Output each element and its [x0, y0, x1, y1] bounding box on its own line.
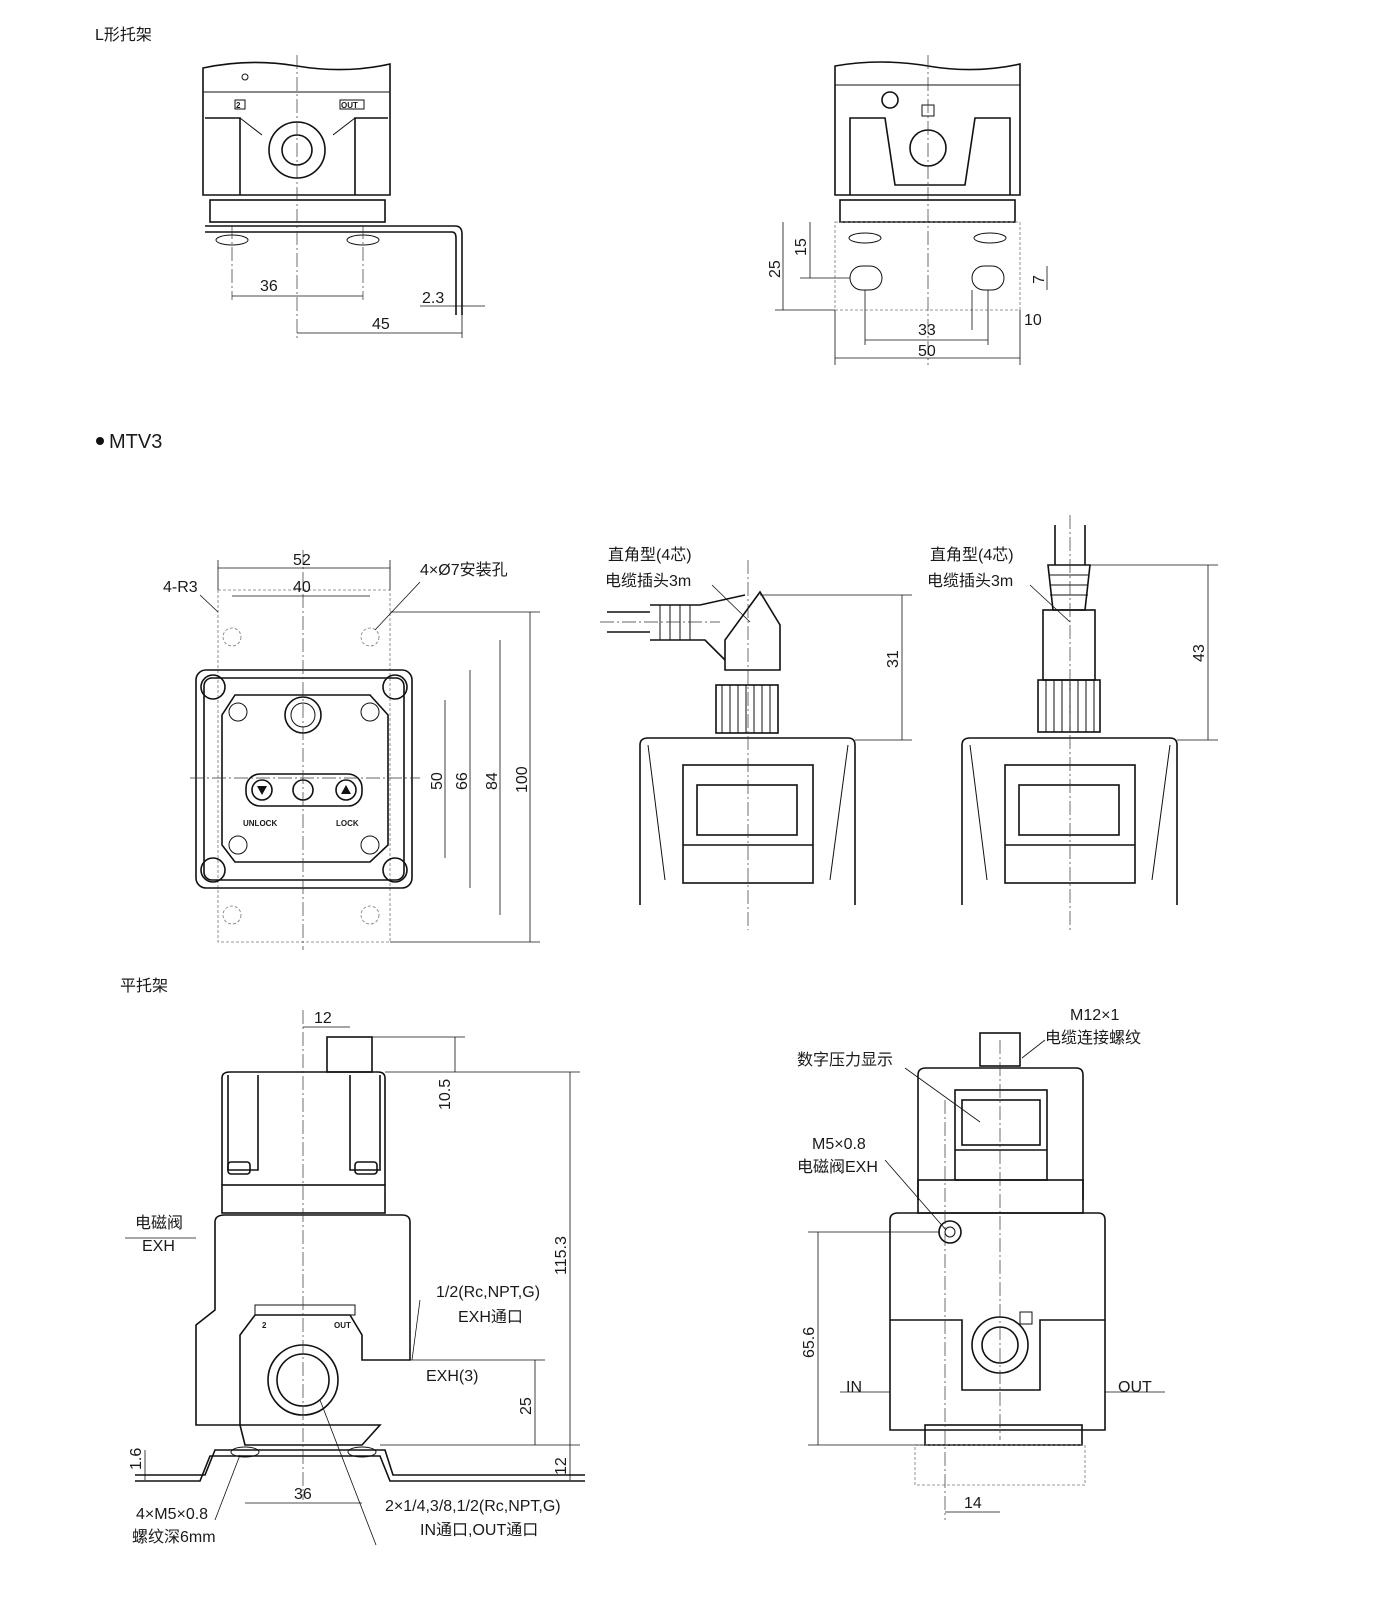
dim-12-top: 12: [314, 1010, 332, 1027]
straight-title: 直角型(4芯): [930, 546, 1014, 564]
m5-label: M5×0.8: [812, 1136, 866, 1153]
straight-subtitle: 电缆插头3m: [927, 572, 1013, 590]
section-title-l-bracket: L形托架: [95, 26, 152, 44]
dim-25-v: 25: [518, 1397, 535, 1415]
mount-depth-label: 螺纹深6mm: [132, 1528, 216, 1546]
dim-45: 45: [372, 316, 390, 333]
dim-25: 25: [767, 260, 784, 278]
section-title-flat-bracket: 平托架: [120, 977, 168, 995]
digital-display-label: 数字压力显示: [797, 1051, 893, 1069]
dim-36: 36: [260, 278, 278, 295]
port-label-out: OUT: [341, 101, 358, 110]
dim-31: 31: [885, 650, 902, 668]
m12-thread-label: M12×1: [1070, 1007, 1119, 1024]
bullet-icon: [96, 437, 104, 445]
l-bracket-side-view: [775, 55, 1048, 365]
lock-label: LOCK: [336, 819, 359, 828]
dim-14: 14: [964, 1495, 982, 1512]
dim-15: 15: [793, 238, 810, 256]
port-label-out-front: OUT: [334, 1321, 351, 1330]
out-label: OUT: [1118, 1379, 1152, 1396]
solenoid-label: 电磁阀: [135, 1214, 183, 1232]
dim-40: 40: [293, 579, 311, 596]
exh3-label: EXH(3): [426, 1368, 478, 1385]
mount-thread-label: 4×M5×0.8: [136, 1506, 208, 1523]
elbow-connector-view: [600, 560, 912, 930]
l-bracket-front-view: [202, 55, 485, 338]
ports-size-label: 2×1/4,3/8,1/2(Rc,NPT,G): [385, 1498, 561, 1515]
flat-bracket-side-view: [808, 1032, 1165, 1520]
dim-65-6: 65.6: [801, 1327, 818, 1358]
in-label: IN: [846, 1379, 862, 1396]
mtv3-top-view: [190, 550, 540, 950]
dim-7: 7: [1031, 275, 1048, 284]
exh-port-size: 1/2(Rc,NPT,G): [436, 1284, 540, 1301]
mounting-holes-label: 4×Ø7安装孔: [420, 561, 508, 579]
dim-10: 10: [1024, 312, 1042, 329]
solenoid-exh-label: 电磁阀EXH: [797, 1158, 878, 1176]
elbow-title: 直角型(4芯): [608, 546, 692, 564]
dim-36-bottom: 36: [294, 1486, 312, 1503]
exh-port-label: EXH通口: [458, 1308, 523, 1326]
dim-50: 50: [918, 343, 936, 360]
dim-66: 66: [454, 772, 471, 790]
dim-33: 33: [918, 322, 936, 339]
dim-115-3: 115.3: [553, 1236, 570, 1275]
ports-name-label: IN通口,OUT通口: [420, 1521, 538, 1539]
dim-2-3: 2.3: [422, 290, 444, 307]
unlock-label: UNLOCK: [243, 819, 277, 828]
flat-bracket-front-view: [125, 1010, 585, 1546]
dim-43: 43: [1191, 644, 1208, 662]
elbow-subtitle: 电缆插头3m: [605, 572, 691, 590]
model-title: MTV3: [109, 431, 162, 453]
corner-radius-label: 4-R3: [163, 579, 198, 596]
port-label-2: 2: [236, 101, 241, 110]
port-label-2-front: 2: [262, 1321, 267, 1330]
exh-label: EXH: [142, 1238, 175, 1255]
dim-10-5: 10.5: [437, 1079, 454, 1110]
dim-1-6: 1.6: [128, 1448, 145, 1470]
dim-100: 100: [514, 766, 531, 793]
dim-84: 84: [484, 772, 501, 790]
dim-12-v: 12: [553, 1457, 570, 1475]
dim-52: 52: [293, 552, 311, 569]
cable-thread-label: 电缆连接螺纹: [1045, 1029, 1141, 1047]
dim-50-v: 50: [429, 772, 446, 790]
straight-connector-view: [961, 515, 1218, 930]
